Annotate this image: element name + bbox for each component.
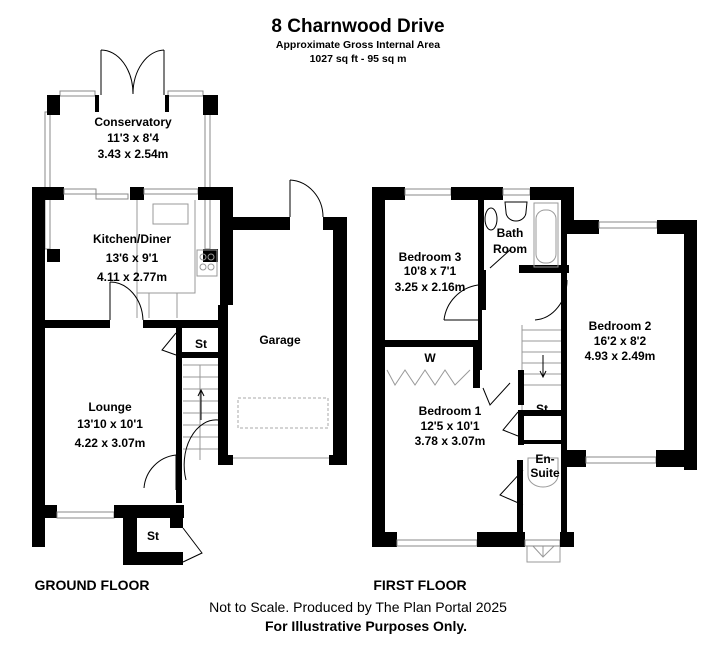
- room-bedroom-2: Bedroom 2 16'2 x 8'2 4.93 x 2.49m: [585, 319, 656, 363]
- plan-area: 1027 sq ft - 95 sq m: [310, 53, 407, 65]
- room-size-metric: 3.78 x 3.07m: [415, 434, 486, 448]
- room-store: St: [147, 529, 159, 543]
- window: [598, 221, 658, 229]
- door: [143, 454, 177, 490]
- room-garage: Garage: [259, 333, 301, 347]
- room-name: Bedroom 3: [399, 250, 462, 264]
- room-name: Bedroom 2: [589, 319, 652, 333]
- room-size-metric: 4.93 x 2.49m: [585, 349, 656, 363]
- door: [502, 411, 519, 437]
- staircase: [183, 364, 218, 460]
- door: [499, 469, 524, 506]
- door: [109, 281, 144, 321]
- room-size-imperial: 11'3 x 8'4: [107, 131, 159, 145]
- window: [44, 111, 51, 250]
- toilet-icon: [484, 207, 498, 231]
- garage-side-door: [289, 179, 324, 218]
- window: [59, 90, 96, 97]
- plan-title: 8 Charnwood Drive: [271, 16, 444, 37]
- room-store: St: [195, 337, 207, 351]
- room-size-metric: 4.22 x 3.07m: [75, 436, 146, 450]
- room-name: Bath: [497, 226, 524, 240]
- window: [143, 188, 199, 195]
- room-name: Room: [493, 242, 527, 256]
- door: [489, 249, 511, 269]
- garage-storage-hatch: [237, 397, 329, 429]
- room-name: Conservatory: [94, 115, 172, 129]
- room-name: Kitchen/Diner: [93, 232, 171, 246]
- room-name: Lounge: [88, 400, 132, 414]
- room-size-imperial: 13'6 x 9'1: [106, 251, 159, 265]
- room-size-metric: 3.25 x 2.16m: [395, 280, 466, 294]
- ground-floor-plan: [32, 49, 347, 565]
- room-wardrobe: W: [424, 351, 436, 365]
- window: [396, 539, 478, 547]
- room-size-imperial: 12'5 x 10'1: [420, 419, 479, 433]
- window: [204, 111, 211, 250]
- kitchen-units: [136, 200, 196, 318]
- room-name: En-: [535, 452, 554, 466]
- disclaimer: Not to Scale. Produced by The Plan Porta…: [209, 599, 507, 615]
- room-size-imperial: 10'8 x 7'1: [404, 264, 457, 278]
- sink-icon: [152, 203, 189, 225]
- room-bathroom: Bath Room: [493, 226, 527, 256]
- wardrobe-doors: [386, 369, 471, 386]
- room-bedroom-3: Bedroom 3 10'8 x 7'1 3.25 x 2.16m: [395, 250, 466, 294]
- first-floor-label: FIRST FLOOR: [373, 577, 466, 593]
- basin-icon: [527, 457, 559, 488]
- ground-floor-label: GROUND FLOOR: [34, 577, 149, 593]
- plan-subtitle: Approximate Gross Internal Area: [276, 39, 440, 51]
- window: [524, 539, 561, 547]
- room-size-imperial: 13'10 x 10'1: [77, 417, 143, 431]
- room-size-metric: 3.43 x 2.54m: [98, 147, 169, 161]
- room-kitchen-diner: Kitchen/Diner 13'6 x 9'1 4.11 x 2.77m: [93, 232, 171, 284]
- door: [161, 332, 177, 356]
- room-size-imperial: 16'2 x 8'2: [594, 334, 647, 348]
- room-en-suite: En- Suite: [530, 452, 560, 480]
- window: [404, 188, 452, 196]
- bath-icon: [533, 202, 559, 268]
- window: [167, 90, 204, 97]
- window: [56, 511, 115, 519]
- bathtub: [535, 209, 557, 264]
- window: [585, 456, 657, 464]
- door: [482, 382, 511, 406]
- front-door: [183, 419, 219, 481]
- basin-icon: [504, 201, 528, 222]
- room-bedroom-1: Bedroom 1 12'5 x 10'1 3.78 x 3.07m: [415, 404, 486, 448]
- illustrative-note: For Illustrative Purposes Only.: [265, 618, 467, 634]
- staircase: [521, 325, 561, 410]
- room-name: Bedroom 1: [419, 404, 482, 418]
- hob-icon: [196, 249, 218, 277]
- room-name: Suite: [530, 466, 560, 480]
- room-conservatory: Conservatory 11'3 x 8'4 3.43 x 2.54m: [94, 115, 172, 161]
- door: [534, 279, 568, 321]
- room-store: St: [536, 402, 548, 416]
- door: [443, 284, 479, 321]
- first-floor-plan: [372, 187, 697, 563]
- room-lounge: Lounge 13'10 x 10'1 4.22 x 3.07m: [75, 400, 146, 450]
- door: [182, 527, 203, 563]
- french-doors: [100, 49, 165, 95]
- window: [502, 188, 531, 196]
- room-size-metric: 4.11 x 2.77m: [97, 270, 167, 284]
